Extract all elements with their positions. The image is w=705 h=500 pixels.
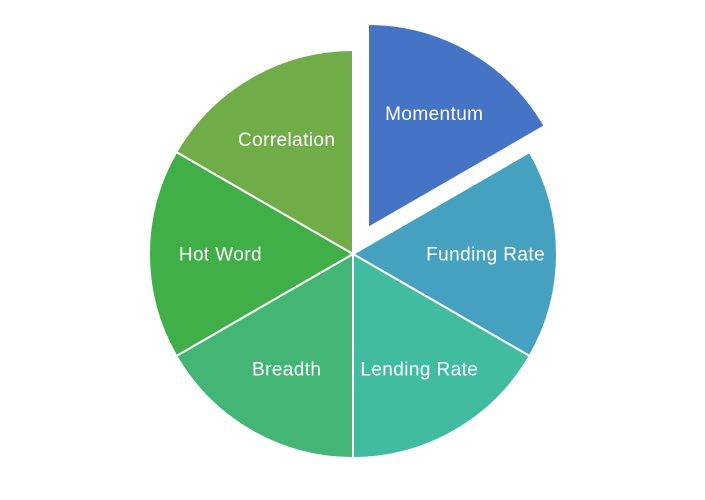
pie-slice-breadth[interactable] bbox=[175, 253, 354, 459]
pie-slice-hot-word[interactable] bbox=[147, 151, 354, 357]
pie-slice-correlation[interactable] bbox=[175, 49, 354, 255]
pie-slice-funding-rate[interactable] bbox=[352, 151, 559, 357]
pie-slice-momentum[interactable] bbox=[367, 23, 546, 230]
pie-slice-lending-rate[interactable] bbox=[352, 253, 531, 459]
